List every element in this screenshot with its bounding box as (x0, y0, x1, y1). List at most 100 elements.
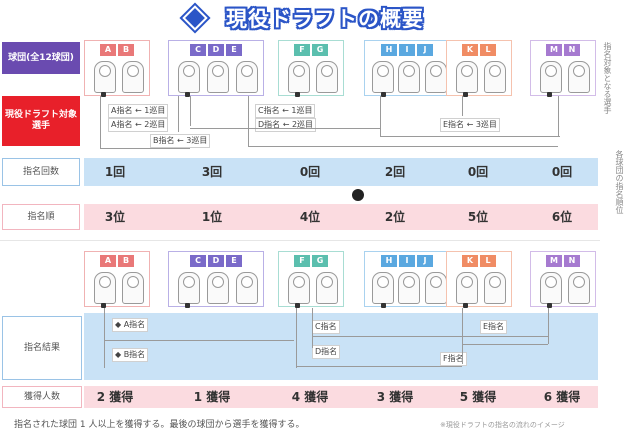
player-icon (484, 61, 507, 93)
round-count-value: 3回 (201, 165, 223, 179)
connector-line (312, 308, 313, 348)
connector-line (248, 146, 558, 147)
connector-label: D指名 ← 2巡目 (255, 118, 317, 132)
connector-label: E指名 ← 3巡目 (440, 118, 500, 132)
player-icon (398, 272, 420, 304)
player-icon (287, 272, 310, 304)
player-icon (316, 61, 339, 93)
connector-line (104, 340, 294, 341)
player-icon (371, 61, 394, 93)
connector-line (312, 336, 548, 337)
team-chip: F (294, 255, 310, 267)
order-value: 1位 (201, 210, 223, 224)
player-icon (539, 61, 562, 93)
connector-label: D指名 (312, 345, 341, 359)
acquired-count-band (84, 386, 598, 408)
nomination-result-label: 指名結果 (2, 316, 82, 380)
player-icon (207, 61, 229, 93)
connector-label: A指名 ← 2巡目 (108, 118, 169, 132)
connector-line (462, 344, 548, 345)
round-count-value: 2回 (384, 165, 406, 179)
round-count-value: 0回 (299, 165, 321, 179)
connector-label: C指名 (312, 320, 340, 334)
team-chip: H (381, 255, 397, 267)
team-chip: D (208, 255, 224, 267)
pick-marker-icon (185, 92, 190, 97)
connector-line (104, 308, 105, 368)
player-icon (568, 61, 591, 93)
connector-label: A指名 ← 1巡目 (108, 104, 169, 118)
pick-marker-icon (381, 303, 386, 308)
player-icon (207, 272, 229, 304)
round-count-value: 0回 (551, 165, 573, 179)
order-value: 3位 (104, 210, 126, 224)
connector-line (462, 96, 463, 116)
player-icon (122, 61, 145, 93)
order-value: 4位 (299, 210, 321, 224)
teams-label: 球団(全12球団) (2, 42, 80, 74)
player-icon (316, 272, 339, 304)
page-title: 現役ドラフトの概要 (226, 7, 424, 31)
team-chip: B (118, 255, 134, 267)
pick-marker-icon (295, 303, 300, 308)
player-icon (455, 61, 478, 93)
player-icon (236, 61, 258, 93)
pick-marker-icon (381, 92, 386, 97)
team-chip: G (312, 255, 328, 267)
team-chip: N (564, 255, 580, 267)
flow-dot-icon (352, 189, 364, 201)
team-chip: B (118, 44, 134, 56)
team-chip: A (100, 44, 116, 56)
connector-line (296, 308, 297, 368)
player-icon (398, 61, 420, 93)
pick-marker-icon (185, 303, 190, 308)
connector-label: B指名 ← 3巡目 (150, 134, 211, 148)
team-chip: E (226, 44, 242, 56)
footer-caption: ※現役ドラフトの指名の流れのイメージ (440, 421, 565, 429)
acquired-count-value: 2 獲得 (96, 390, 134, 404)
pick-marker-icon (295, 92, 300, 97)
connector-line (296, 366, 462, 367)
team-chip: M (546, 255, 562, 267)
team-chip: K (462, 44, 478, 56)
player-icon (93, 272, 116, 304)
team-chip: E (226, 255, 242, 267)
connector-line (380, 136, 560, 137)
rule-label: 現役ドラフト対象選手 (2, 96, 80, 146)
pick-marker-icon (101, 92, 106, 97)
footer-note: 指名された球団 1 人以上を獲得する。最後の球団から選手を獲得する。 (14, 420, 305, 430)
connector-line (190, 96, 191, 126)
round-count-value: 0回 (467, 165, 489, 179)
order-value: 5位 (467, 210, 489, 224)
order-label: 指名順 (2, 204, 80, 230)
connector-line (380, 96, 381, 136)
pick-marker-icon (547, 303, 552, 308)
round-count-value: 1回 (104, 165, 126, 179)
team-chip: C (190, 44, 206, 56)
connector-label: ◆ A指名 (112, 318, 149, 332)
team-chip: N (564, 44, 580, 56)
connector-line (178, 96, 179, 132)
order-band (84, 204, 598, 230)
team-chip: M (546, 44, 562, 56)
player-icon (371, 272, 394, 304)
acquired-count-value: 1 獲得 (193, 390, 231, 404)
round-count-band (84, 158, 598, 186)
team-chip: J (417, 255, 433, 267)
player-icon (178, 61, 200, 93)
player-icon (424, 272, 447, 304)
order-value: 6位 (551, 210, 573, 224)
team-chip: D (208, 44, 224, 56)
